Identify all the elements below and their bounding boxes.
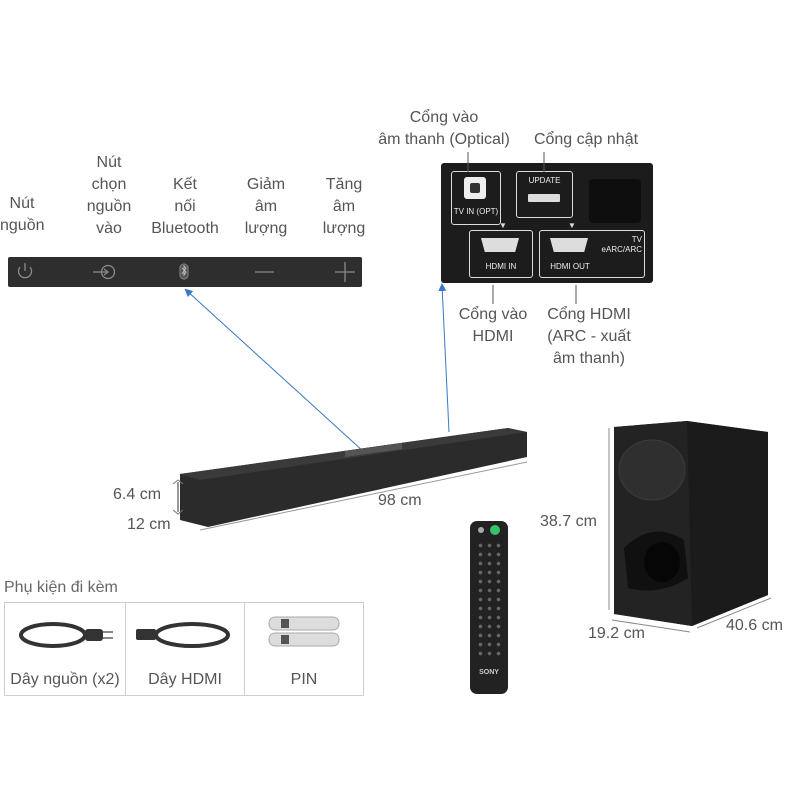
hdmi-out-socket-icon [550,238,588,252]
arrow-down-icon: ▼ [499,221,507,230]
subwoofer-height-dim: 38.7 cm [540,513,597,530]
optical-port: TV IN (OPT) [451,171,501,225]
battery-icon [268,616,340,647]
volume-up-icon [335,262,355,282]
label-bluetooth-button: Kết nối Bluetooth [151,176,219,237]
arrow-to-rear-panel [438,283,450,433]
accessory-cell-battery: PIN [245,603,363,695]
label-input-select-button: Nút chọn nguồn vào [86,154,132,237]
accessory-cell-hdmi-cable: Dây HDMI [126,603,245,695]
label-optical-port: Cổng vào âm thanh (Optical) [378,109,510,148]
soundbar-depth-dim: 12 cm [127,516,171,533]
bluetooth-icon [179,263,189,280]
label-hdmi-out-port: Cổng HDMI (ARC - xuất âm thanh) [547,306,631,367]
hdmi-in-socket-icon [481,238,519,252]
tv-in-label: TV IN (OPT) [453,207,499,216]
remote-control: SONY [470,521,508,694]
subwoofer-depth-dim: 40.6 cm [726,617,783,634]
power-icon [17,263,33,279]
input-icon [93,264,116,280]
remote-green-button-icon [490,525,500,535]
accessory-cell-power-cable: Dây nguồn (x2) [5,603,126,695]
accessory-label: Dây HDMI [148,671,222,688]
remote-power-icon [478,527,484,533]
remote-brand: SONY [479,669,499,676]
subwoofer-width-dim: 19.2 cm [588,625,645,642]
soundbar-height-dim: 6.4 cm [113,486,162,503]
label-hdmi-in-port: Cổng vào HDMI [458,306,528,345]
label-update-port: Cổng cập nhật [533,131,639,148]
rear-grille [589,179,641,223]
tv-earc-label: TV eARC/ARC [601,235,642,254]
remote-buttons [476,541,502,659]
hdmi-in-port: ▼ HDMI IN [469,221,533,278]
label-volume-up-button: Tăng âm lượng [322,176,366,237]
hdmi-out-label: HDMI OUT [550,262,590,271]
label-power-button: Nút nguồn [0,195,45,234]
usb-port-icon [528,194,560,202]
hdmi-in-label: HDMI IN [485,262,517,271]
accessory-label: Dây nguồn (x2) [10,671,120,688]
accessories-table: Dây nguồn (x2) Dây HDMI PIN [4,602,364,696]
arrow-to-button-strip [184,288,365,453]
hdmi-cable-icon [136,622,230,648]
soundbar-width-dim: 98 cm [378,492,422,509]
power-cable-icon [19,622,113,648]
update-label: UPDATE [528,176,561,185]
arrow-down-icon: ▼ [568,221,576,230]
accessories-title: Phụ kiện đi kèm [4,579,118,596]
accessory-label: PIN [290,671,318,688]
soundbar-rear-port-panel: TV IN (OPT) UPDATE ▼ HDMI IN ▼ HDMI OUT … [441,163,653,283]
label-volume-down-button: Giảm âm lượng [244,176,288,237]
hdmi-out-port: ▼ HDMI OUT TV eARC/ARC [539,221,645,278]
